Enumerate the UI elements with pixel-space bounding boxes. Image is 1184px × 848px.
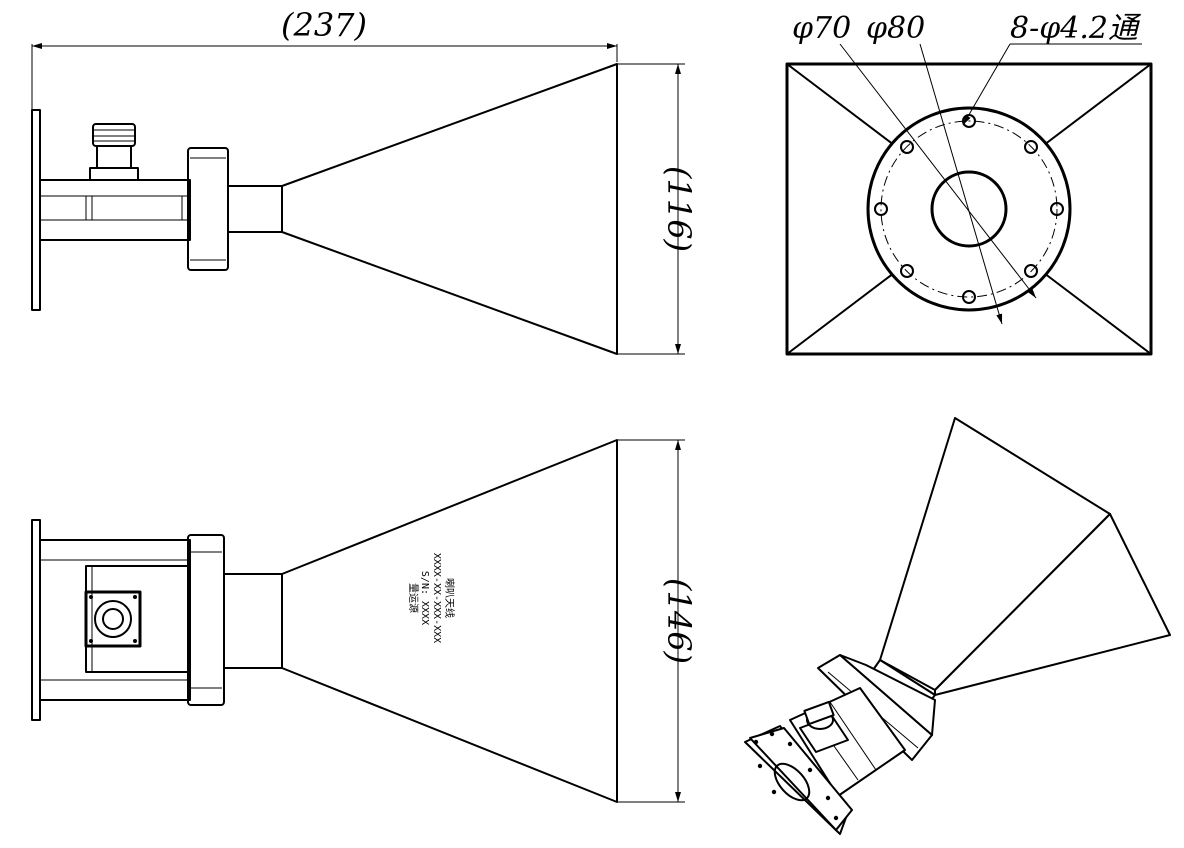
waveguide-flange bbox=[187, 147, 229, 271]
waveguide-body-top bbox=[39, 539, 191, 701]
horn-cone-top bbox=[281, 439, 618, 803]
nameplate-line2: XXXX-XX-XXX-XXX bbox=[431, 553, 442, 643]
nameplate: 喇叭天线 XXXX-XX-XXX-XXX S/N: XXXX 量运源 bbox=[407, 553, 456, 643]
aperture-width-dimension: (146) bbox=[617, 439, 698, 803]
dia-bolt-circle-label: φ80 bbox=[866, 11, 925, 46]
flange-circle bbox=[866, 106, 1072, 312]
aperture-height-label: (116) bbox=[660, 166, 698, 252]
nameplate-line3: S/N: XXXX bbox=[419, 571, 430, 625]
inner-bore bbox=[930, 170, 1008, 248]
waveguide-body bbox=[39, 179, 191, 241]
dia-inner-label: φ70 bbox=[792, 11, 851, 46]
connector-outer bbox=[94, 600, 132, 638]
n-connector bbox=[89, 123, 139, 181]
aperture-width-label: (146) bbox=[660, 578, 698, 664]
nameplate-line1: 喇叭天线 bbox=[443, 578, 456, 618]
nameplate-line4: 量运源 bbox=[407, 583, 420, 613]
back-plate-top bbox=[31, 519, 41, 721]
aperture-rect bbox=[785, 62, 1153, 356]
overall-length-label: (237) bbox=[281, 6, 367, 44]
side-view: (237) (116) bbox=[31, 6, 698, 355]
overall-length-dimension: (237) bbox=[31, 6, 618, 110]
connector-housing bbox=[85, 565, 191, 673]
horn-cone bbox=[281, 63, 618, 355]
connector-inner bbox=[102, 608, 124, 630]
back-plate bbox=[31, 109, 41, 311]
isometric-view bbox=[744, 417, 1171, 835]
top-view: 喇叭天线 XXXX-XX-XXX-XXX S/N: XXXX 量运源 (146) bbox=[31, 439, 698, 803]
aperture-height-dimension: (116) bbox=[617, 63, 698, 355]
connector-square bbox=[84, 590, 142, 648]
holes-label: 8-φ4.2通 bbox=[1010, 11, 1142, 46]
throat-top bbox=[223, 573, 283, 669]
horn-throat bbox=[227, 185, 283, 233]
iso-connector bbox=[799, 700, 849, 753]
flange-top bbox=[187, 534, 225, 706]
front-view: φ70 φ80 8-φ4.2通 bbox=[785, 11, 1153, 356]
iso-bore bbox=[773, 762, 811, 802]
